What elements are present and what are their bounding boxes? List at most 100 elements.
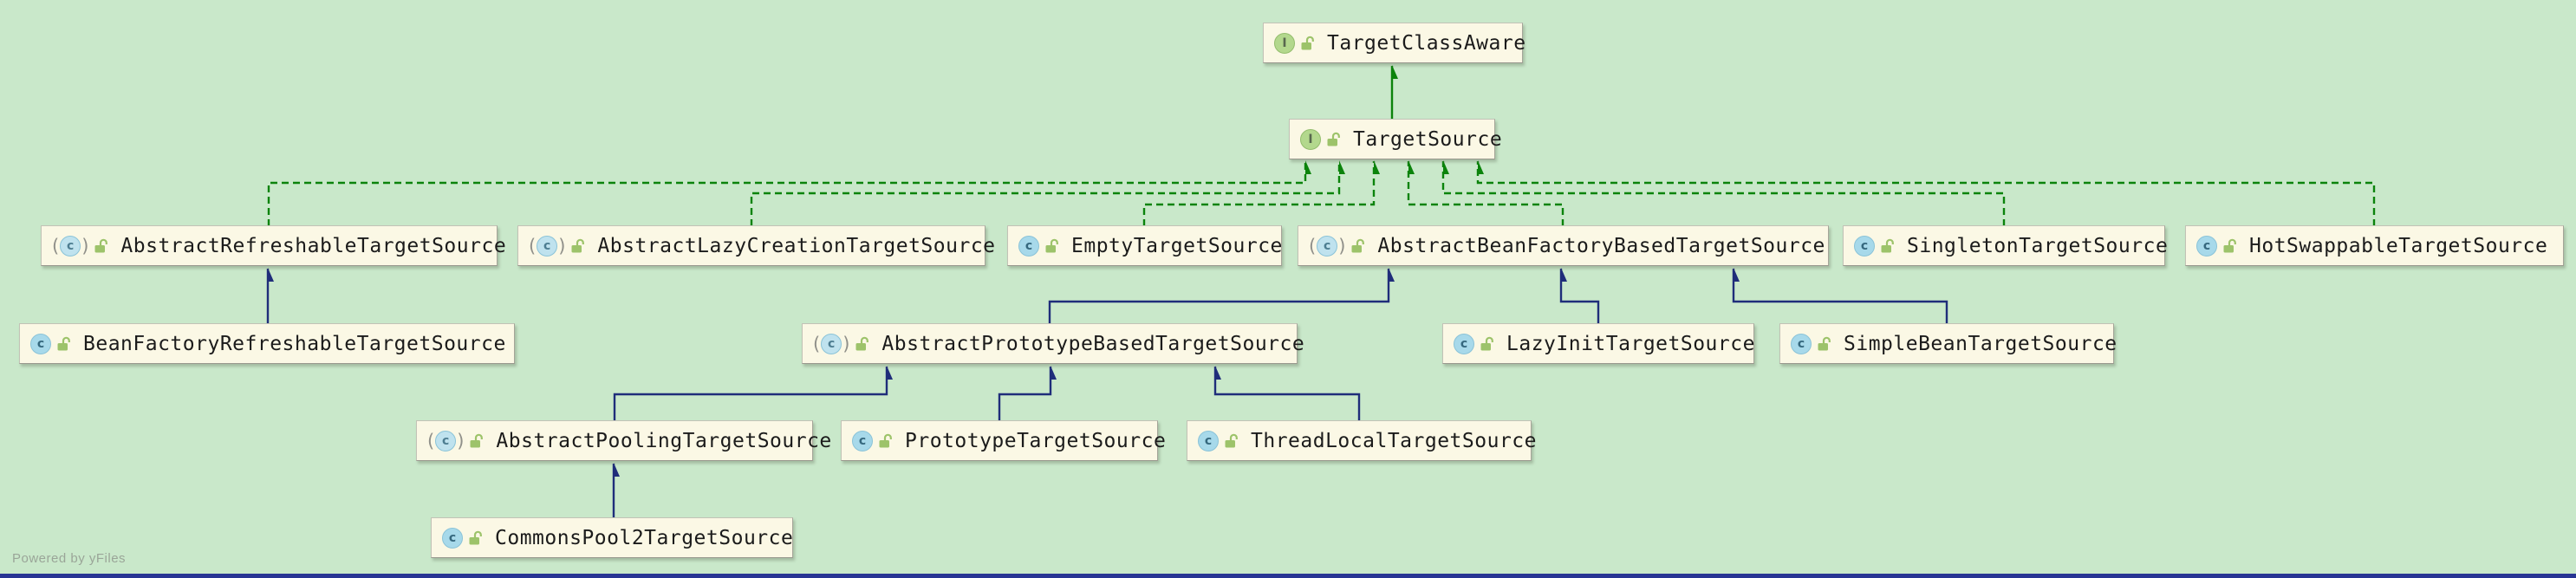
edge-implements-HotSwappableTargetSource-to-TargetSource	[1476, 161, 2376, 226]
class-node-EmptyTargetSource[interactable]: c EmptyTargetSource	[1007, 225, 1282, 266]
node-icons: (c)	[427, 430, 484, 451]
yfiles-watermark: Powered by yFiles	[12, 551, 127, 566]
class-name-label: AbstractBeanFactoryBasedTargetSource	[1377, 234, 1825, 257]
bottom-bar	[0, 574, 2576, 578]
class-node-SingletonTargetSource[interactable]: c SingletonTargetSource	[1843, 225, 2169, 266]
edge-extends-SimpleBeanTargetSource-to-AbstractBeanFactoryBasedTargetSource	[1732, 269, 1948, 323]
class-node-TargetClassAware[interactable]: I TargetClassAware	[1263, 23, 1526, 63]
class-name-label: BeanFactoryRefreshableTargetSource	[83, 332, 506, 355]
public-lock-icon	[1881, 238, 1894, 252]
abstract-class-icon: c	[821, 333, 842, 354]
node-icons: c	[852, 430, 893, 451]
class-node-AbstractPrototypeBasedTargetSource[interactable]: (c) AbstractPrototypeBasedTargetSource	[802, 323, 1304, 364]
class-node-HotSwappableTargetSource[interactable]: c HotSwappableTargetSource	[2185, 225, 2564, 266]
class-name-label: TargetSource	[1353, 127, 1503, 151]
class-node-SimpleBeanTargetSource[interactable]: c SimpleBeanTargetSource	[1779, 323, 2117, 364]
public-lock-icon	[57, 336, 70, 350]
class-icon: c	[852, 430, 873, 451]
class-name-label: AbstractRefreshableTargetSource	[120, 234, 507, 257]
class-node-AbstractBeanFactoryBasedTargetSource[interactable]: (c) AbstractBeanFactoryBasedTargetSource	[1298, 225, 1829, 266]
edge-implements-EmptyTargetSource-to-TargetSource	[1142, 161, 1374, 226]
node-icons: c	[1854, 235, 1895, 257]
class-name-label: AbstractPoolingTargetSource	[496, 429, 832, 452]
abstract-marker: )	[558, 235, 566, 257]
public-lock-icon	[2223, 238, 2236, 252]
class-node-PrototypeTargetSource[interactable]: c PrototypeTargetSource	[841, 420, 1166, 461]
class-icon: c	[442, 527, 463, 549]
node-icons: c	[2196, 235, 2237, 257]
class-node-LazyInitTargetSource[interactable]: c LazyInitTargetSource	[1442, 323, 1754, 364]
node-icons: I	[1274, 32, 1315, 54]
class-name-label: SimpleBeanTargetSource	[1844, 332, 2117, 355]
class-name-label: CommonsPool2TargetSource	[495, 526, 794, 549]
interface-icon: I	[1300, 128, 1321, 150]
node-icons: c	[442, 527, 483, 549]
public-lock-icon	[1301, 36, 1314, 49]
public-lock-icon	[1351, 238, 1365, 252]
abstract-marker: )	[1338, 235, 1346, 257]
node-icons: c	[1018, 235, 1059, 257]
class-name-label: ThreadLocalTargetSource	[1251, 429, 1537, 452]
class-node-CommonsPool2TargetSource[interactable]: c CommonsPool2TargetSource	[431, 517, 793, 558]
interface-icon: I	[1274, 32, 1295, 54]
class-node-TargetSource[interactable]: I TargetSource	[1289, 119, 1502, 159]
abstract-marker: (	[52, 235, 60, 257]
edge-implements-AbstractBeanFactoryBasedTargetSource-to-TargetSource	[1407, 161, 1564, 226]
public-lock-icon	[1480, 336, 1493, 350]
public-lock-icon	[469, 530, 482, 544]
node-icons: (c)	[813, 333, 869, 354]
abstract-class-icon: c	[60, 235, 81, 257]
edge-extends-AbstractPoolingTargetSource-to-AbstractPrototypeBasedTargetSource	[613, 367, 887, 420]
class-node-AbstractRefreshableTargetSource[interactable]: (c) AbstractRefreshableTargetSource	[41, 225, 506, 266]
public-lock-icon	[1818, 336, 1831, 350]
class-icon: c	[30, 333, 51, 354]
abstract-class-icon: c	[435, 430, 457, 451]
public-lock-icon	[879, 433, 892, 447]
class-icon: c	[1198, 430, 1219, 451]
edge-extends-ThreadLocalTargetSource-to-AbstractPrototypeBasedTargetSource	[1213, 367, 1361, 420]
public-lock-icon	[94, 238, 108, 252]
edge-extends-LazyInitTargetSource-to-AbstractBeanFactoryBasedTargetSource	[1559, 269, 1600, 323]
class-name-label: PrototypeTargetSource	[905, 429, 1167, 452]
abstract-marker: (	[529, 235, 537, 257]
edge-implements-SingletonTargetSource-to-TargetSource	[1441, 161, 2006, 226]
public-lock-icon	[1327, 132, 1340, 146]
class-node-ThreadLocalTargetSource[interactable]: c ThreadLocalTargetSource	[1187, 420, 1537, 461]
class-name-label: LazyInitTargetSource	[1506, 332, 1755, 355]
public-lock-icon	[855, 336, 869, 350]
public-lock-icon	[1225, 433, 1238, 447]
abstract-marker: (	[1309, 235, 1317, 257]
class-icon: c	[1018, 235, 1039, 257]
abstract-marker: (	[427, 430, 435, 451]
class-name-label: EmptyTargetSource	[1071, 234, 1283, 257]
node-icons: (c)	[1309, 235, 1365, 257]
class-name-label: AbstractPrototypeBasedTargetSource	[881, 332, 1305, 355]
class-name-label: TargetClassAware	[1327, 31, 1526, 55]
node-icons: c	[1454, 333, 1494, 354]
class-node-AbstractPoolingTargetSource[interactable]: (c) AbstractPoolingTargetSource	[416, 420, 831, 461]
class-node-BeanFactoryRefreshableTargetSource[interactable]: c BeanFactoryRefreshableTargetSource	[19, 323, 515, 364]
node-icons: (c)	[529, 235, 585, 257]
node-icons: c	[1791, 333, 1831, 354]
edge-implements-AbstractLazyCreationTargetSource-to-TargetSource	[750, 161, 1339, 226]
abstract-marker: (	[813, 333, 821, 354]
node-icons: (c)	[52, 235, 108, 257]
class-icon: c	[1791, 333, 1812, 354]
class-name-label: SingletonTargetSource	[1907, 234, 2169, 257]
class-name-label: HotSwappableTargetSource	[2249, 234, 2548, 257]
public-lock-icon	[571, 238, 585, 252]
class-icon: c	[2196, 235, 2217, 257]
abstract-marker: )	[842, 333, 850, 354]
node-icons: c	[30, 333, 71, 354]
class-icon: c	[1454, 333, 1474, 354]
abstract-marker: )	[457, 430, 465, 451]
node-icons: c	[1198, 430, 1239, 451]
abstract-class-icon: c	[537, 235, 558, 257]
edge-extends-PrototypeTargetSource-to-AbstractPrototypeBasedTargetSource	[998, 367, 1051, 420]
node-icons: I	[1300, 128, 1341, 150]
public-lock-icon	[470, 433, 484, 447]
edge-extends-AbstractPrototypeBasedTargetSource-to-AbstractBeanFactoryBasedTargetSource	[1048, 269, 1389, 323]
class-node-AbstractLazyCreationTargetSource[interactable]: (c)AbstractLazyCreationTargetSource	[517, 225, 995, 266]
